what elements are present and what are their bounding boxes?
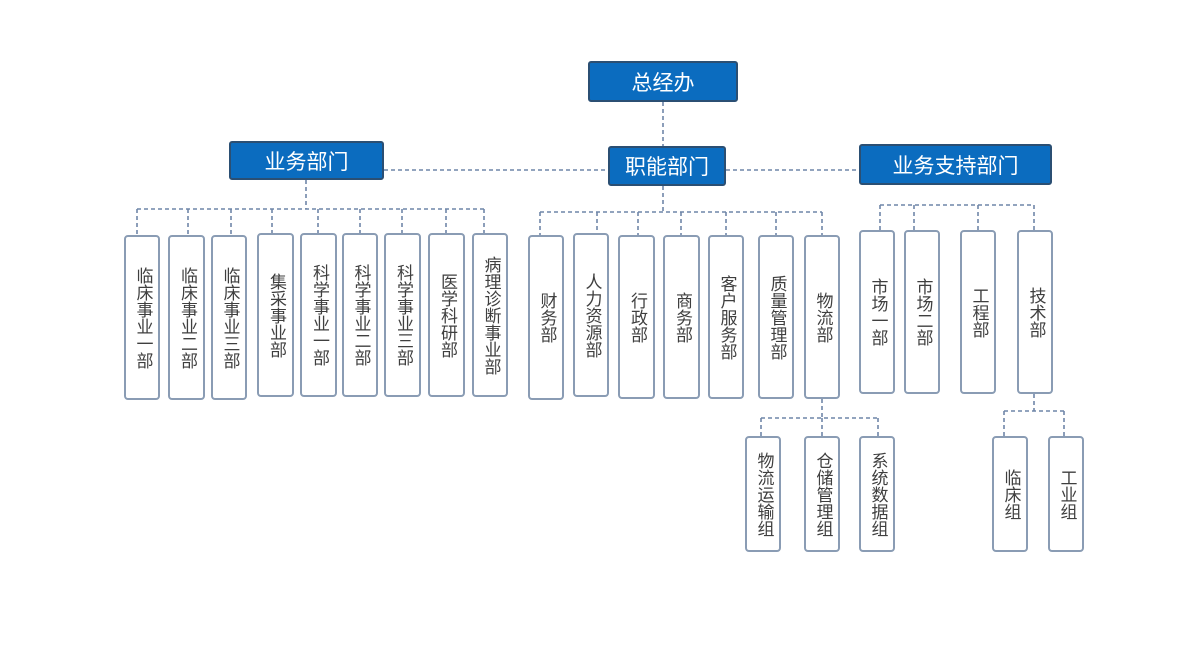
dept-clinical-1: 临床事业一部: [124, 235, 160, 400]
dept-finance: 财务部: [528, 235, 564, 400]
dept-procurement: 集采事业部: [257, 233, 294, 397]
dept-customer-service: 客户服务部: [708, 235, 744, 399]
group-functional-departments: 职能部门: [608, 146, 726, 186]
dept-logistics: 物流部: [804, 235, 840, 399]
group-logistics-transport: 物流运输组: [745, 436, 781, 552]
group-warehouse: 仓储管理组: [804, 436, 840, 552]
dept-clinical-3: 临床事业三部: [211, 235, 247, 400]
dept-engineering: 工程部: [960, 230, 996, 394]
group-business-support-departments: 业务支持部门: [859, 144, 1052, 185]
dept-clinical-2: 临床事业二部: [168, 235, 205, 400]
group-system-data: 系统数据组: [859, 436, 895, 552]
dept-medical-research: 医学科研部: [428, 233, 465, 397]
dept-quality: 质量管理部: [758, 235, 794, 399]
dept-commerce: 商务部: [663, 235, 700, 399]
dept-science-3: 科学事业三部: [384, 233, 421, 397]
dept-pathology: 病理诊断事业部: [472, 233, 508, 397]
dept-market-2: 市场二部: [904, 230, 940, 394]
dept-hr: 人力资源部: [573, 233, 609, 397]
group-business-departments: 业务部门: [229, 141, 384, 180]
dept-science-1: 科学事业一部: [300, 233, 337, 397]
group-clinical: 临床组: [992, 436, 1028, 552]
group-industrial: 工业组: [1048, 436, 1084, 552]
dept-admin: 行政部: [618, 235, 655, 399]
dept-technology: 技术部: [1017, 230, 1053, 394]
dept-science-2: 科学事业二部: [342, 233, 378, 397]
dept-market-1: 市场一部: [859, 230, 895, 394]
root-node-general-office: 总经办: [588, 61, 738, 102]
